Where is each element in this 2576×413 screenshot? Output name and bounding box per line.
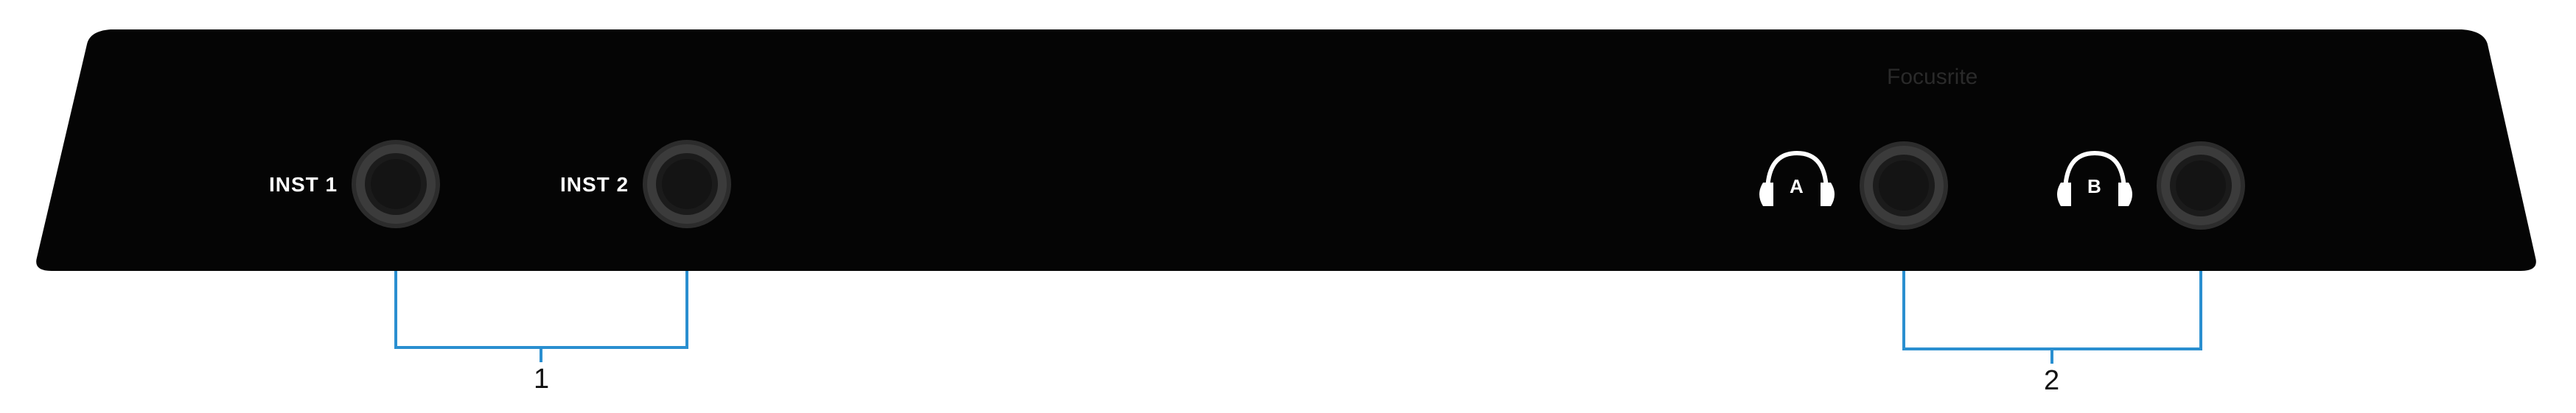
callout-number-1: 1 (534, 364, 550, 395)
callout-bracket-2 (1902, 271, 2202, 364)
headphone-b-jack (2157, 141, 2245, 230)
headphone-b-letter: B (2087, 175, 2102, 197)
inst-1-label: INST 1 (269, 173, 338, 196)
inst-2-label: INST 2 (560, 173, 629, 196)
headphones-icon (1759, 150, 1835, 206)
headphone-a-jack (1860, 141, 1948, 230)
callout-bracket-1 (394, 271, 688, 362)
headphone-a-letter: A (1790, 175, 1804, 197)
inst-1-jack (352, 140, 440, 228)
inst-2-jack (643, 140, 731, 228)
callout-number-2: 2 (2044, 365, 2060, 396)
headphones-icon (2057, 150, 2132, 206)
brand-logo-text: Focusrite (1887, 65, 1978, 89)
